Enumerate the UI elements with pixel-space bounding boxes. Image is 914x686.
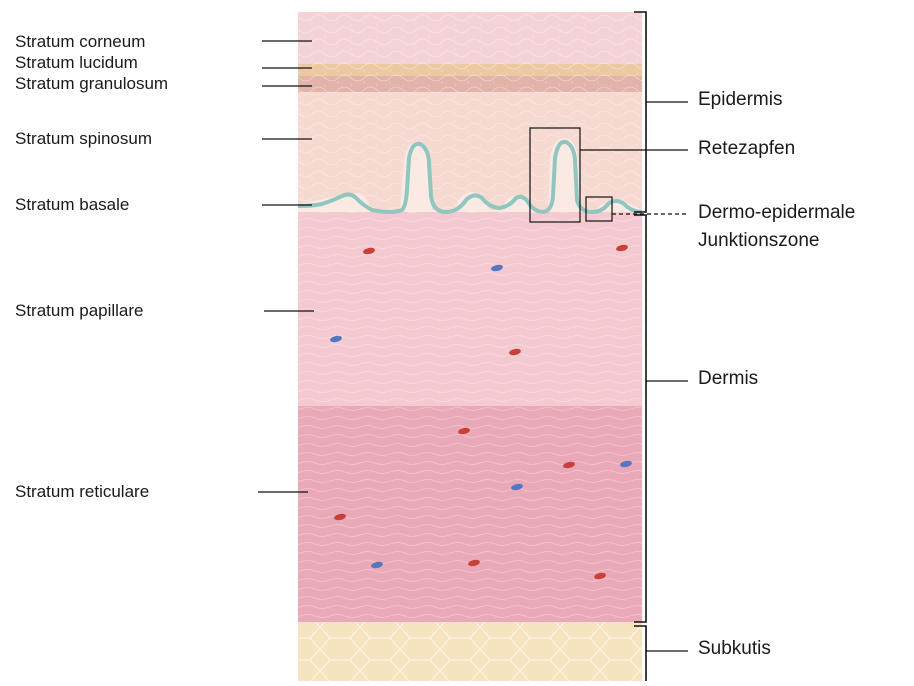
label-junktionszone: Junktionszone xyxy=(698,228,819,254)
label-retezapfen: Retezapfen xyxy=(698,136,795,162)
label-dermis: Dermis xyxy=(698,366,758,392)
label-stratum-granulosum: Stratum granulosum xyxy=(15,74,168,94)
label-stratum-reticulare: Stratum reticulare xyxy=(15,482,149,502)
label-dermo-epidermale: Dermo-epidermale xyxy=(698,200,855,226)
label-stratum-basale: Stratum basale xyxy=(15,195,129,215)
label-stratum-lucidum: Stratum lucidum xyxy=(15,53,138,73)
label-stratum-spinosum: Stratum spinosum xyxy=(15,129,152,149)
label-stratum-papillare: Stratum papillare xyxy=(15,301,144,321)
label-stratum-corneum: Stratum corneum xyxy=(15,32,145,52)
label-epidermis: Epidermis xyxy=(698,87,782,113)
label-subkutis: Subkutis xyxy=(698,636,771,662)
